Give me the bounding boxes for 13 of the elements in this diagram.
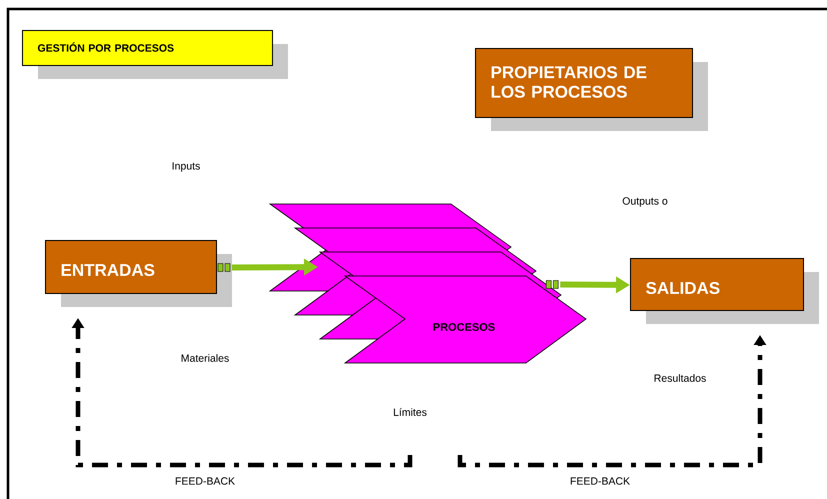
node-label: PROCESOS	[434, 323, 495, 331]
owner-box: PROPIETARIOS DE LOS PROCESOS	[475, 48, 708, 131]
label: Límites	[392, 407, 428, 417]
label: Resultados	[652, 373, 708, 383]
label: Inputs	[170, 161, 202, 173]
label: FEED-BACK	[174, 476, 236, 486]
title-box: GESTIÓN POR PROCESOS	[22, 30, 288, 79]
process-stack: PROCESOS	[268, 204, 587, 364]
label: Materiales	[180, 353, 230, 363]
label: FEED-BACK	[568, 476, 632, 486]
label: Outputs o	[621, 196, 669, 208]
input-box: ENTRADAS	[45, 240, 232, 307]
output-box: SALIDAS	[630, 258, 819, 324]
